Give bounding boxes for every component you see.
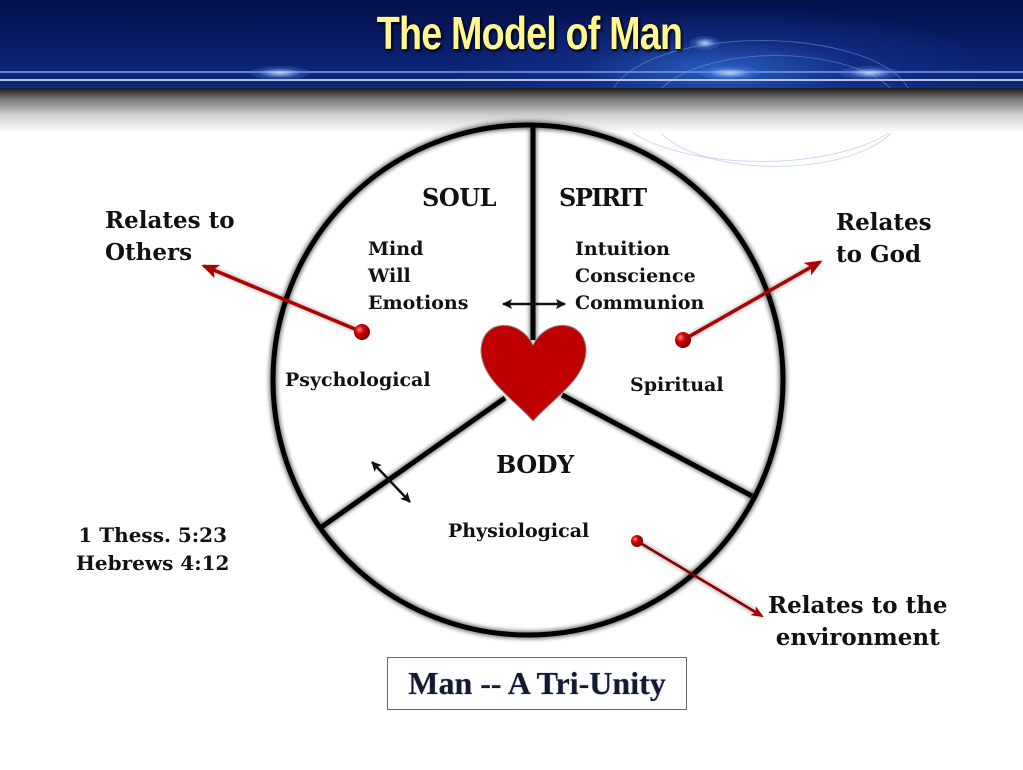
arrow-origin-body	[631, 535, 643, 547]
relates-to-god-label: Relates to God	[836, 207, 932, 271]
decorative-glow	[250, 66, 310, 80]
caption-text: Man -- A Tri-Unity	[408, 665, 666, 701]
arrow-relates-to-god	[682, 260, 823, 342]
relates-to-others-label: Relates to Others	[105, 205, 235, 269]
arrow-relates-to-environment	[636, 539, 764, 618]
arrow-relates-to-others	[201, 264, 363, 334]
double-arrow-soul-body	[371, 461, 411, 503]
decorative-glow	[690, 36, 720, 50]
soul-item: Mind	[368, 238, 424, 260]
caption-box: Man -- A Tri-Unity	[387, 657, 687, 710]
spirit-item: Conscience	[575, 265, 696, 287]
scripture-references: 1 Thess. 5:23 Hebrews 4:12	[76, 521, 229, 577]
relation-text: to God	[836, 241, 922, 268]
reference: 1 Thess. 5:23	[78, 523, 228, 547]
relation-text: environment	[775, 624, 940, 651]
banner-rule	[0, 71, 1023, 73]
reference: Hebrews 4:12	[76, 551, 230, 575]
relates-to-environment-label: Relates to the environment	[768, 590, 948, 654]
section-label-soul: SOUL	[422, 183, 497, 212]
divider-spirit-body	[560, 392, 754, 499]
aspect-physiological: Physiological	[448, 520, 590, 542]
aspect-spiritual: Spiritual	[630, 374, 724, 396]
aspect-psychological: Psychological	[285, 369, 431, 391]
slide-title: The Model of Man	[376, 7, 683, 59]
title-banner: The Model of Man	[0, 0, 1023, 167]
soul-item: Emotions	[368, 292, 469, 314]
arrow-origin-spirit	[675, 332, 691, 348]
spirit-item: Communion	[575, 292, 705, 314]
relation-text: Others	[105, 239, 193, 266]
relation-text: Relates to	[105, 207, 235, 234]
spirit-faculties: Intuition Conscience Communion	[575, 236, 704, 317]
section-label-body: BODY	[496, 450, 574, 479]
heart-icon	[480, 324, 587, 422]
divider-soul-body	[318, 395, 507, 531]
relation-text: Relates	[836, 209, 932, 236]
soul-item: Will	[368, 265, 411, 287]
spirit-item: Intuition	[575, 238, 670, 260]
section-label-spirit: SPIRIT	[559, 183, 647, 212]
decorative-glow	[700, 66, 760, 80]
banner-rule	[0, 79, 1023, 81]
arrow-origin-soul	[354, 324, 370, 340]
soul-faculties: Mind Will Emotions	[368, 236, 468, 317]
relation-text: Relates to the	[768, 592, 948, 619]
outer-circle	[270, 122, 786, 638]
decorative-glow	[840, 66, 900, 80]
